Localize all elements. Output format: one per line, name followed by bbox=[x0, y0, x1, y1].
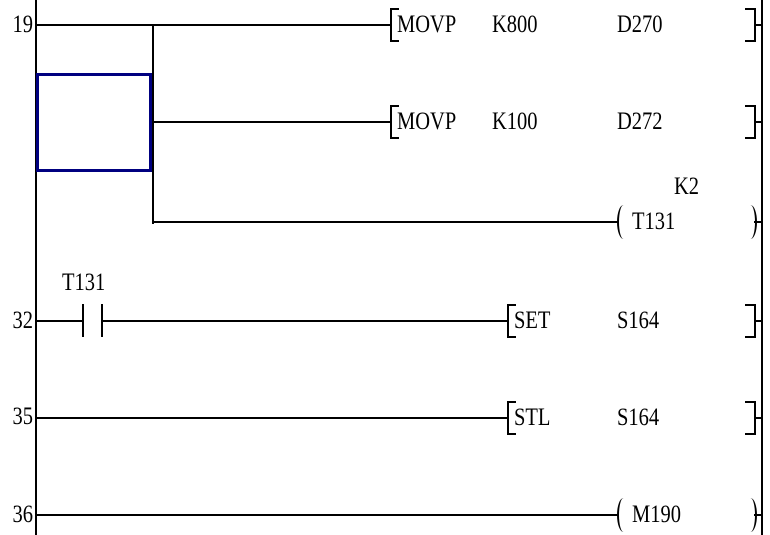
wire-horizontal bbox=[36, 320, 82, 322]
rung-number: 19 bbox=[12, 11, 34, 38]
operand-source-label: K800 bbox=[492, 11, 538, 38]
timer-preset-label: K2 bbox=[674, 173, 700, 200]
rung-number: 35 bbox=[12, 403, 34, 430]
open-bracket-icon bbox=[507, 304, 516, 338]
contact-device-label: T131 bbox=[62, 269, 106, 296]
operand-dest-label: D270 bbox=[617, 11, 663, 38]
operand-label: S164 bbox=[617, 404, 660, 431]
operand-dest-label: D272 bbox=[617, 108, 663, 135]
open-bracket-icon bbox=[390, 105, 399, 139]
right-power-rail bbox=[761, 0, 763, 535]
wire-vertical-branch bbox=[152, 24, 154, 224]
wire-horizontal bbox=[36, 514, 619, 516]
wire-horizontal bbox=[36, 417, 507, 419]
wire-horizontal bbox=[755, 121, 762, 123]
contact-bar-icon bbox=[101, 304, 103, 337]
opcode-label: MOVP bbox=[397, 11, 457, 38]
wire-horizontal bbox=[755, 320, 762, 322]
coil-device-label: T131 bbox=[632, 208, 676, 235]
wire-horizontal bbox=[754, 221, 762, 223]
wire-horizontal bbox=[153, 121, 391, 123]
opcode-label: STL bbox=[514, 404, 551, 431]
operand-label: S164 bbox=[617, 307, 660, 334]
rung-number: 36 bbox=[12, 501, 34, 528]
coil-left-arc-icon bbox=[617, 205, 630, 239]
opcode-label: SET bbox=[514, 307, 551, 334]
operand-source-label: K100 bbox=[492, 108, 538, 135]
open-bracket-icon bbox=[390, 8, 399, 42]
wire-horizontal bbox=[755, 417, 762, 419]
wire-horizontal bbox=[754, 514, 762, 516]
wire-horizontal bbox=[153, 221, 618, 223]
left-power-rail bbox=[35, 0, 37, 535]
coil-left-arc-icon bbox=[617, 498, 630, 532]
opcode-label: MOVP bbox=[397, 108, 457, 135]
wire-horizontal bbox=[36, 24, 391, 26]
contact-bar-icon bbox=[82, 304, 84, 337]
wire-horizontal bbox=[755, 24, 762, 26]
rung-number: 32 bbox=[12, 307, 34, 334]
cursor-selection-box[interactable] bbox=[36, 73, 152, 172]
coil-device-label: M190 bbox=[632, 501, 681, 528]
wire-horizontal bbox=[103, 320, 507, 322]
open-bracket-icon bbox=[507, 401, 516, 435]
